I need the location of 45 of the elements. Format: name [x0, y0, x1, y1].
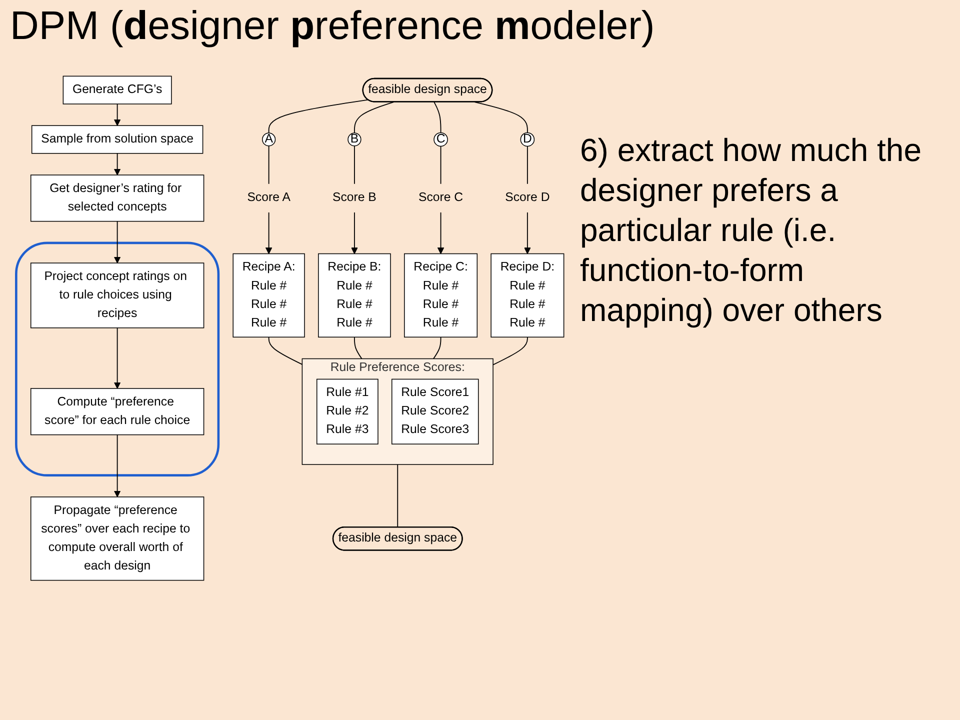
arrow [265, 212, 272, 254]
connector [354, 336, 362, 360]
connector [433, 336, 442, 360]
note-text: 6) extract how much the designer prefers a particular rule (i.e. function-to-form mapping) over others [580, 131, 922, 330]
connector [434, 102, 442, 134]
node-box: Recipe A: Rule # Rule # Rule # [232, 253, 305, 338]
slide-title: DPM (designer preference modeler) [10, 4, 655, 49]
node-box: Generate CFG’s [62, 76, 172, 104]
connector [397, 464, 398, 528]
arrow [437, 212, 444, 254]
arrow [114, 434, 121, 498]
arrow [114, 220, 121, 264]
node-circle: B [348, 132, 362, 146]
arrow [351, 212, 358, 254]
node-circle: D [520, 132, 535, 147]
node-circle: C [434, 132, 448, 147]
node-text: Score C [418, 191, 464, 204]
connector [268, 99, 368, 134]
node-box: Recipe D: Rule # Rule # Rule # [490, 253, 564, 338]
connector [354, 102, 394, 134]
node-box: Compute “preference score” for each rule choice [30, 388, 204, 436]
arrow [114, 104, 121, 126]
arrow [524, 212, 531, 254]
connector [268, 145, 270, 185]
arrow [114, 327, 121, 389]
node-box: Recipe C: Rule # Rule # Rule # [404, 253, 478, 338]
node-box: Project concept ratings on to rule choices using recipes [30, 262, 204, 328]
node-text: Score D [505, 191, 550, 204]
node-circle: A [262, 132, 276, 146]
node-box: Propagate “preference scores” over each recipe to compute overall worth of each design [30, 496, 204, 581]
arrow [114, 152, 121, 176]
node-box: Recipe B: Rule # Rule # Rule # [318, 253, 391, 338]
node-box: Sample from solution space [31, 125, 204, 154]
node-box: Rule Score1 Rule Score2 Rule Score3 [391, 378, 479, 444]
cluster [15, 242, 220, 476]
connector [268, 336, 303, 365]
connector [492, 336, 528, 366]
node-box: Rule #1 Rule #2 Rule #3 [316, 378, 378, 444]
connector [440, 146, 442, 185]
connector [354, 145, 355, 185]
node-text: Score B [332, 191, 376, 204]
node-text: Score A [247, 191, 290, 204]
connector [474, 102, 528, 134]
connector [526, 146, 528, 185]
node-box: Get designer’s rating for selected concepts [30, 174, 204, 222]
